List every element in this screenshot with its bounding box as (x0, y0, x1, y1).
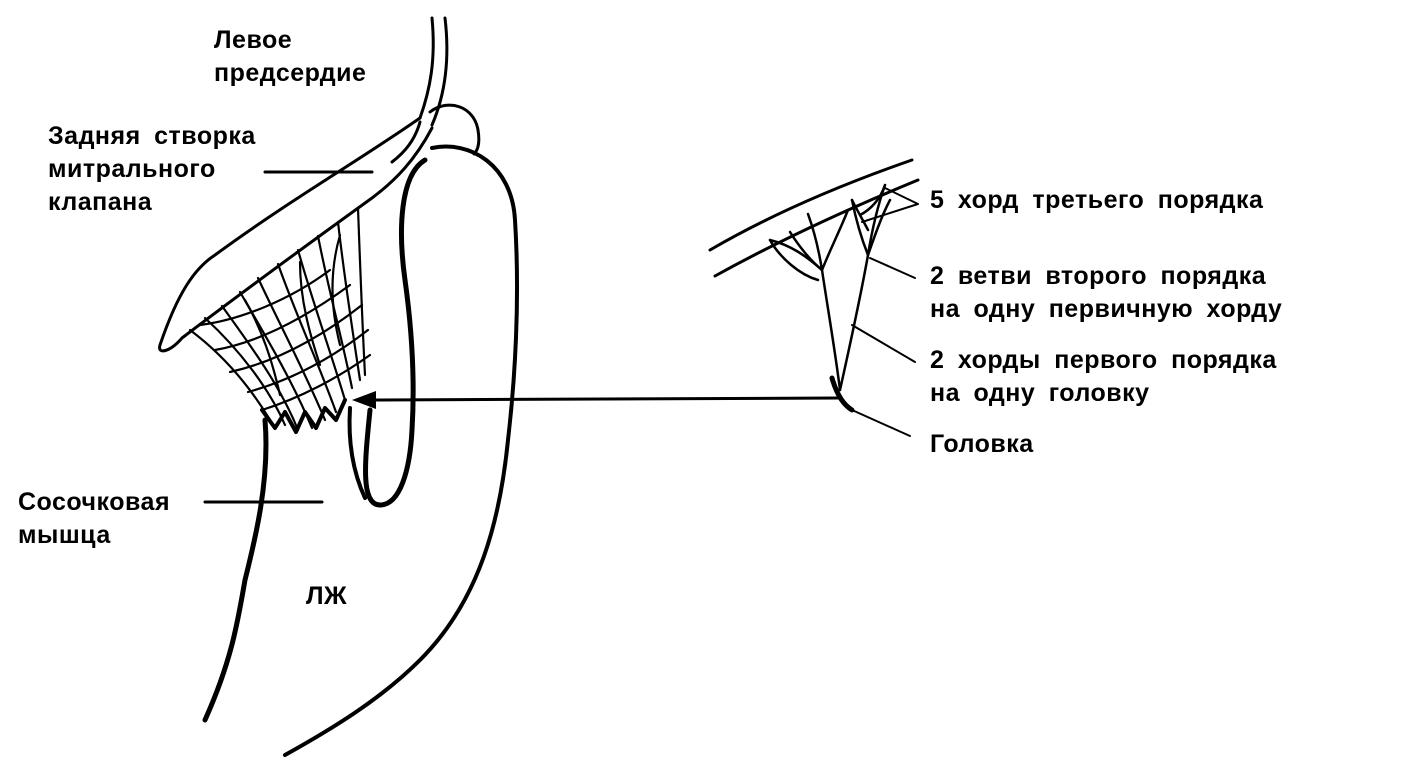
label-posterior-leaflet-line2: митрального (48, 155, 216, 183)
posterior-leaflet (158, 116, 434, 353)
detail-leaflet (708, 158, 914, 252)
label-posterior-leaflet: Задняя створка митрального клапана (48, 120, 256, 219)
papillary-muscle-wall (202, 417, 269, 723)
arrow-shaft (370, 396, 842, 402)
atrial-wall (418, 16, 435, 120)
callout-second-order (869, 257, 916, 279)
label-first-order-line1: 2 хорды первого порядка (930, 346, 1277, 374)
label-first-order: 2 хорды первого порядка на одну головку (930, 344, 1277, 410)
label-second-order-line1: 2 ветви второго порядка (930, 262, 1267, 290)
label-first-order-line2: на одну головку (930, 379, 1150, 407)
label-left-atrium-line2: предсердие (214, 59, 367, 87)
label-lv: ЛЖ (306, 582, 348, 610)
label-second-order-line2: на одну первичную хорду (930, 295, 1283, 323)
chordae-net (188, 206, 372, 432)
septum-fold (347, 406, 367, 500)
label-papillary-muscle-line2: мышца (18, 521, 111, 549)
valve-annulus (390, 120, 422, 164)
callout-third-order (861, 187, 919, 223)
label-third-order: 5 хорд третьего порядка (930, 186, 1264, 214)
atrial-bulge (428, 103, 481, 156)
detail-leaflet-inner (713, 178, 920, 278)
callout-head (851, 409, 911, 437)
detail-head (829, 375, 855, 413)
detail-chordae (768, 183, 892, 392)
label-posterior-leaflet-line3: клапана (48, 188, 153, 216)
label-head: Головка (930, 430, 1034, 458)
arrow-head (352, 391, 376, 409)
label-papillary-muscle: Сосочковая мышца (18, 486, 170, 552)
callout-first-order (851, 324, 916, 363)
label-papillary-muscle-line1: Сосочковая (18, 488, 171, 516)
label-left-atrium-line1: Левое (214, 26, 293, 54)
papillary-heads (260, 398, 347, 434)
atrial-wall-inner (430, 16, 449, 127)
lv-outer-wall (283, 144, 520, 757)
septum (363, 157, 428, 508)
label-left-atrium: Левое предсердие (214, 24, 366, 90)
label-second-order: 2 ветви второго порядка на одну первичну… (930, 260, 1282, 326)
label-posterior-leaflet-line1: Задняя створка (48, 122, 256, 150)
